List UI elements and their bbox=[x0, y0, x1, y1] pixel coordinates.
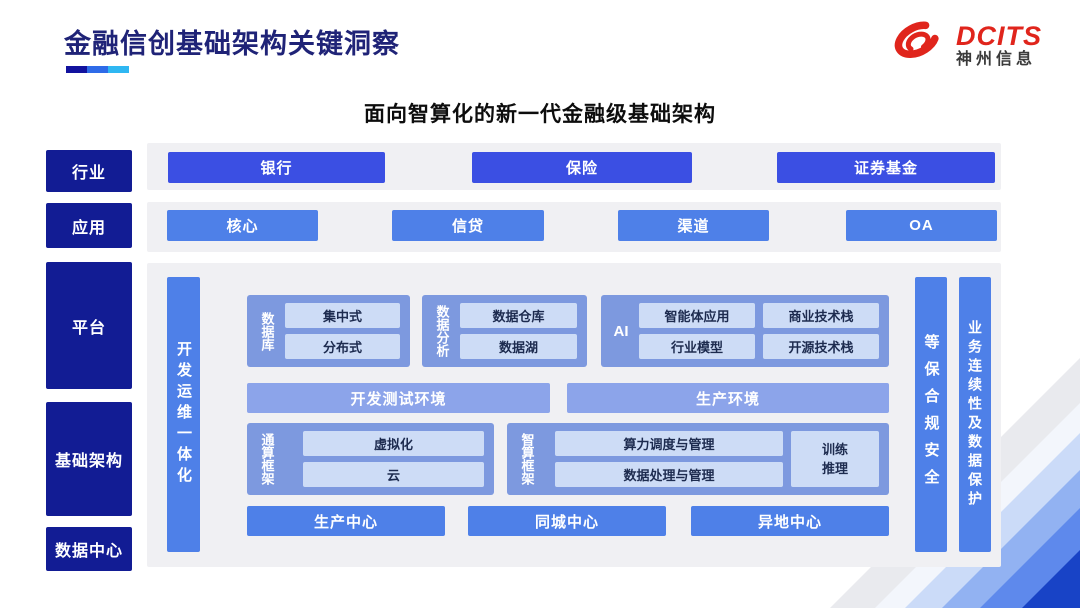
box-training-inference-label: 训练推理 bbox=[821, 441, 848, 477]
continuity-vertical-bar: 业务连续性及数据保护 bbox=[959, 277, 991, 552]
box-compute-scheduling: 算力调度与管理 bbox=[555, 431, 783, 456]
industry-row: 银行 保险 证券基金 bbox=[147, 143, 1001, 190]
ai-compute-group: 智算框架 算力调度与管理 数据处理与管理 训练推理 bbox=[507, 423, 889, 495]
box-channel: 渠道 bbox=[618, 210, 769, 241]
dcits-logo-icon bbox=[888, 18, 948, 73]
analytics-group-label: 数据分析 bbox=[434, 305, 450, 357]
layer-label-industry: 行业 bbox=[46, 150, 132, 192]
devops-vertical-bar-label: 开发运维一体化 bbox=[175, 341, 192, 488]
box-production-environment: 生产环境 bbox=[567, 383, 889, 413]
box-training-inference: 训练推理 bbox=[791, 431, 879, 487]
box-bank: 银行 bbox=[168, 152, 385, 183]
box-securities-funds: 证券基金 bbox=[777, 152, 995, 183]
box-oa: OA bbox=[846, 210, 997, 241]
dcits-logo: DCITS 神州信息 bbox=[888, 18, 1042, 73]
box-devtest-environment: 开发测试环境 bbox=[247, 383, 550, 413]
general-compute-group-label: 通算框架 bbox=[259, 433, 275, 485]
box-cloud: 云 bbox=[303, 462, 484, 487]
box-samecity-center: 同城中心 bbox=[468, 506, 666, 536]
box-agent-apps: 智能体应用 bbox=[639, 303, 755, 328]
layer-label-application: 应用 bbox=[46, 203, 132, 248]
layer-label-platform: 平台 bbox=[46, 262, 132, 389]
ai-compute-group-label: 智算框架 bbox=[519, 433, 535, 485]
logo-company-text: 神州信息 bbox=[956, 51, 1037, 69]
application-row: 核心 信贷 渠道 OA bbox=[147, 202, 1001, 252]
ai-group-label: AI bbox=[613, 322, 629, 340]
database-group-label: 数据库 bbox=[259, 311, 275, 351]
box-virtualization: 虚拟化 bbox=[303, 431, 484, 456]
box-data-warehouse: 数据仓库 bbox=[460, 303, 577, 328]
box-opensource-stack: 开源技术栈 bbox=[763, 334, 879, 359]
box-distributed: 分布式 bbox=[285, 334, 400, 359]
box-commercial-stack: 商业技术栈 bbox=[763, 303, 879, 328]
box-data-lake: 数据湖 bbox=[460, 334, 577, 359]
devops-vertical-bar: 开发运维一体化 bbox=[167, 277, 200, 552]
logo-brand-text: DCITS bbox=[956, 20, 1042, 51]
page-title: 金融信创基础架构关键洞察 bbox=[64, 29, 400, 59]
title-accent-bar bbox=[66, 66, 129, 73]
security-vertical-bar-label: 等保合规安全 bbox=[922, 333, 940, 496]
box-production-center: 生产中心 bbox=[247, 506, 445, 536]
security-vertical-bar: 等保合规安全 bbox=[915, 277, 947, 552]
box-insurance: 保险 bbox=[472, 152, 692, 183]
platform-infrastructure-panel: 开发运维一体化 数据库 集中式 分布式 数据分析 数据仓库 数据湖 AI 智能体… bbox=[147, 263, 1001, 567]
analytics-group: 数据分析 数据仓库 数据湖 bbox=[422, 295, 587, 367]
layer-label-infrastructure: 基础架构 bbox=[46, 402, 132, 516]
database-group: 数据库 集中式 分布式 bbox=[247, 295, 410, 367]
box-centralized: 集中式 bbox=[285, 303, 400, 328]
box-remote-center: 异地中心 bbox=[691, 506, 889, 536]
box-core: 核心 bbox=[167, 210, 318, 241]
diagram-title: 面向智算化的新一代金融级基础架构 bbox=[364, 103, 716, 126]
box-industry-models: 行业模型 bbox=[639, 334, 755, 359]
layer-label-datacenter: 数据中心 bbox=[46, 527, 132, 571]
ai-group: AI 智能体应用 商业技术栈 行业模型 开源技术栈 bbox=[601, 295, 889, 367]
box-credit: 信贷 bbox=[392, 210, 544, 241]
general-compute-group: 通算框架 虚拟化 云 bbox=[247, 423, 494, 495]
box-data-processing: 数据处理与管理 bbox=[555, 462, 783, 487]
continuity-vertical-bar-label: 业务连续性及数据保护 bbox=[967, 319, 983, 510]
